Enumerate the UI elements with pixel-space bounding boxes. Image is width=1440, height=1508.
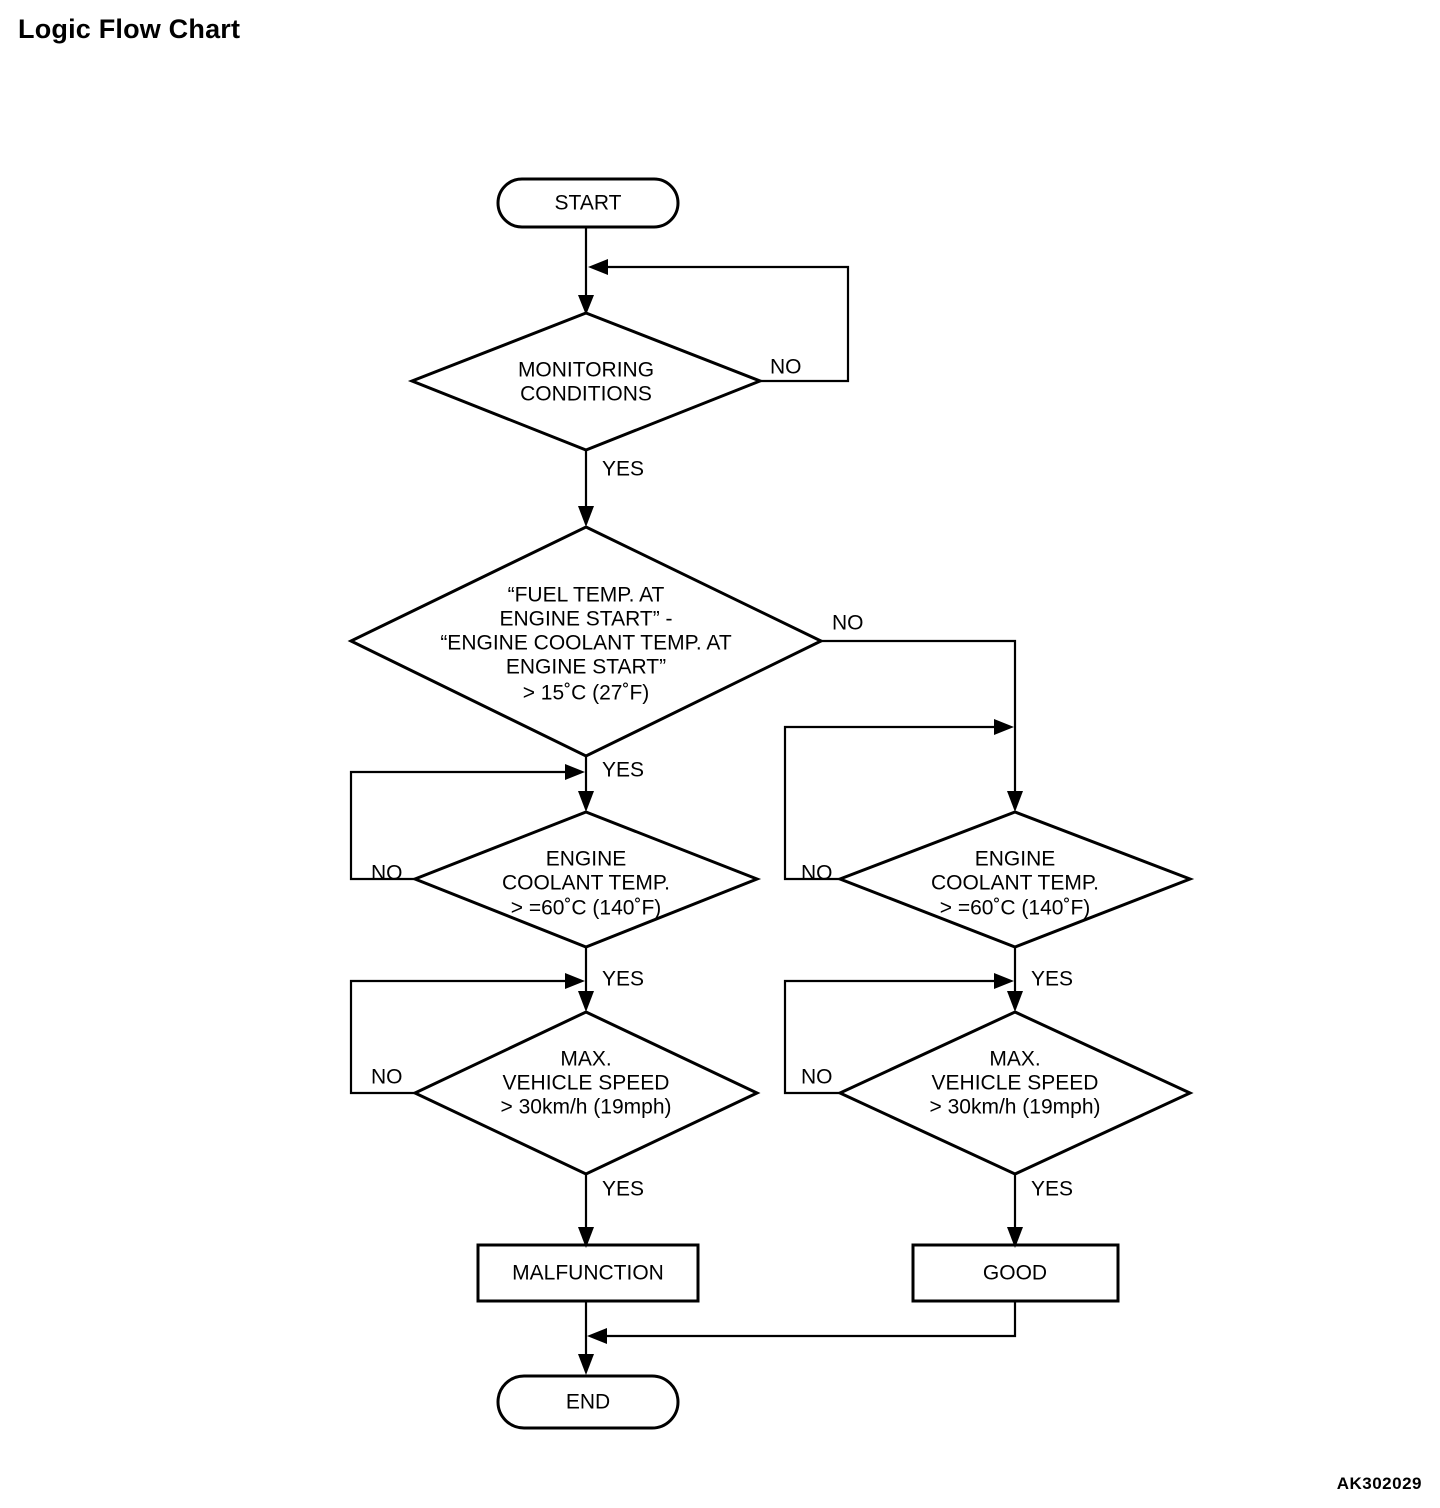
- coolant-left-label-line1: ENGINE: [546, 848, 627, 871]
- arrowhead-coolant-left-no-loop: [565, 764, 585, 780]
- fuel-temp-label-line4: ENGINE START”: [506, 656, 666, 679]
- arrowhead-coolant-right-no-loop: [994, 719, 1014, 735]
- arrowhead-fuel-temp-no: [1007, 791, 1023, 812]
- fuel-temp-label-line1: “FUEL TEMP. AT: [508, 584, 665, 607]
- arrowhead-speed-right-yes: [1007, 1227, 1023, 1248]
- arrowhead-speed-left-no-loop: [565, 973, 585, 989]
- arrowhead-start-to-monitoring: [578, 295, 594, 315]
- edge-label-coolant-right-no: NO: [801, 862, 833, 885]
- edge-label-speed-right-no: NO: [801, 1066, 833, 1089]
- edge-label-fuel-temp-no: NO: [832, 612, 864, 635]
- speed-left-label-line3: > 30km/h (19mph): [501, 1096, 672, 1119]
- edge-monitoring-no-loop: [600, 265, 850, 383]
- edge-fuel-temp-no: [821, 639, 1017, 800]
- coolant-right-label-line1: ENGINE: [975, 848, 1056, 871]
- node-coolant-temp-right: ENGINE COOLANT TEMP. > =60˚C (140˚F): [835, 810, 1195, 949]
- edge-label-speed-left-yes: YES: [602, 1178, 644, 1201]
- speed-left-label-line2: VEHICLE SPEED: [503, 1072, 670, 1095]
- node-good: GOOD: [911, 1243, 1120, 1303]
- edge-label-coolant-left-no: NO: [371, 862, 403, 885]
- edge-speed-left-no-loop: [349, 979, 572, 1095]
- edge-label-monitoring-yes: YES: [602, 458, 644, 481]
- arrowhead-speed-left-yes: [578, 1227, 594, 1248]
- malfunction-process-shape: [476, 1243, 700, 1303]
- edge-label-fuel-temp-yes: YES: [602, 759, 644, 782]
- edge-label-monitoring-no: NO: [770, 356, 802, 379]
- edge-label-speed-left-no: NO: [371, 1066, 403, 1089]
- arrowhead-fuel-temp-yes: [578, 791, 594, 812]
- good-label: GOOD: [983, 1262, 1047, 1285]
- malfunction-label: MALFUNCTION: [512, 1262, 664, 1285]
- fuel-temp-label-line2: ENGINE START” -: [499, 608, 672, 631]
- monitoring-label-line1: MONITORING: [518, 359, 654, 382]
- node-start: START: [496, 177, 680, 229]
- arrowhead-coolant-right-yes: [1007, 991, 1023, 1012]
- end-terminator-shape: [496, 1374, 680, 1430]
- edge-label-coolant-left-yes: YES: [602, 968, 644, 991]
- node-malfunction: MALFUNCTION: [476, 1243, 700, 1303]
- arrowhead-good-to-end: [587, 1328, 607, 1344]
- coolant-right-label-line2: COOLANT TEMP.: [931, 872, 1099, 895]
- end-label: END: [566, 1391, 610, 1414]
- edge-label-coolant-right-yes: YES: [1031, 968, 1073, 991]
- edge-good-to-end: [600, 1301, 1017, 1338]
- edge-coolant-right-no-loop: [783, 725, 1001, 881]
- coolant-left-label-line3: > =60˚C (140˚F): [511, 897, 662, 920]
- arrowhead-monitoring-yes: [578, 506, 594, 527]
- edge-speed-right-no-loop: [783, 979, 1001, 1095]
- node-end: END: [496, 1374, 680, 1430]
- arrowhead-speed-right-no-loop: [994, 973, 1014, 989]
- node-fuel-temp: “FUEL TEMP. AT ENGINE START” - “ENGINE C…: [347, 525, 825, 758]
- arrowhead-coolant-left-yes: [578, 991, 594, 1012]
- coolant-left-label-line2: COOLANT TEMP.: [502, 872, 670, 895]
- node-max-speed-left: MAX. VEHICLE SPEED > 30km/h (19mph): [411, 1010, 761, 1176]
- speed-right-label-line3: > 30km/h (19mph): [930, 1096, 1101, 1119]
- speed-right-label-line1: MAX.: [989, 1048, 1040, 1071]
- monitoring-label-line2: CONDITIONS: [520, 383, 652, 406]
- edge-coolant-left-no-loop: [349, 770, 572, 881]
- fuel-temp-label-line5: > 15˚C (27˚F): [523, 682, 650, 705]
- arrowhead-monitoring-no-loop: [588, 259, 608, 275]
- arrowhead-malfunction-to-end: [578, 1354, 594, 1375]
- start-label: START: [555, 192, 622, 215]
- speed-right-label-line2: VEHICLE SPEED: [932, 1072, 1099, 1095]
- node-monitoring-conditions: MONITORING CONDITIONS: [407, 311, 765, 452]
- edge-label-speed-right-yes: YES: [1031, 1178, 1073, 1201]
- fuel-temp-label-line3: “ENGINE COOLANT TEMP. AT: [440, 632, 732, 655]
- speed-left-label-line1: MAX.: [560, 1048, 611, 1071]
- coolant-right-label-line3: > =60˚C (140˚F): [940, 897, 1091, 920]
- page-title: Logic Flow Chart: [18, 14, 241, 44]
- node-coolant-temp-left: ENGINE COOLANT TEMP. > =60˚C (140˚F): [410, 810, 762, 949]
- start-terminator-shape: [496, 177, 680, 229]
- node-max-speed-right: MAX. VEHICLE SPEED > 30km/h (19mph): [836, 1010, 1194, 1176]
- reference-code: AK302029: [1336, 1474, 1422, 1493]
